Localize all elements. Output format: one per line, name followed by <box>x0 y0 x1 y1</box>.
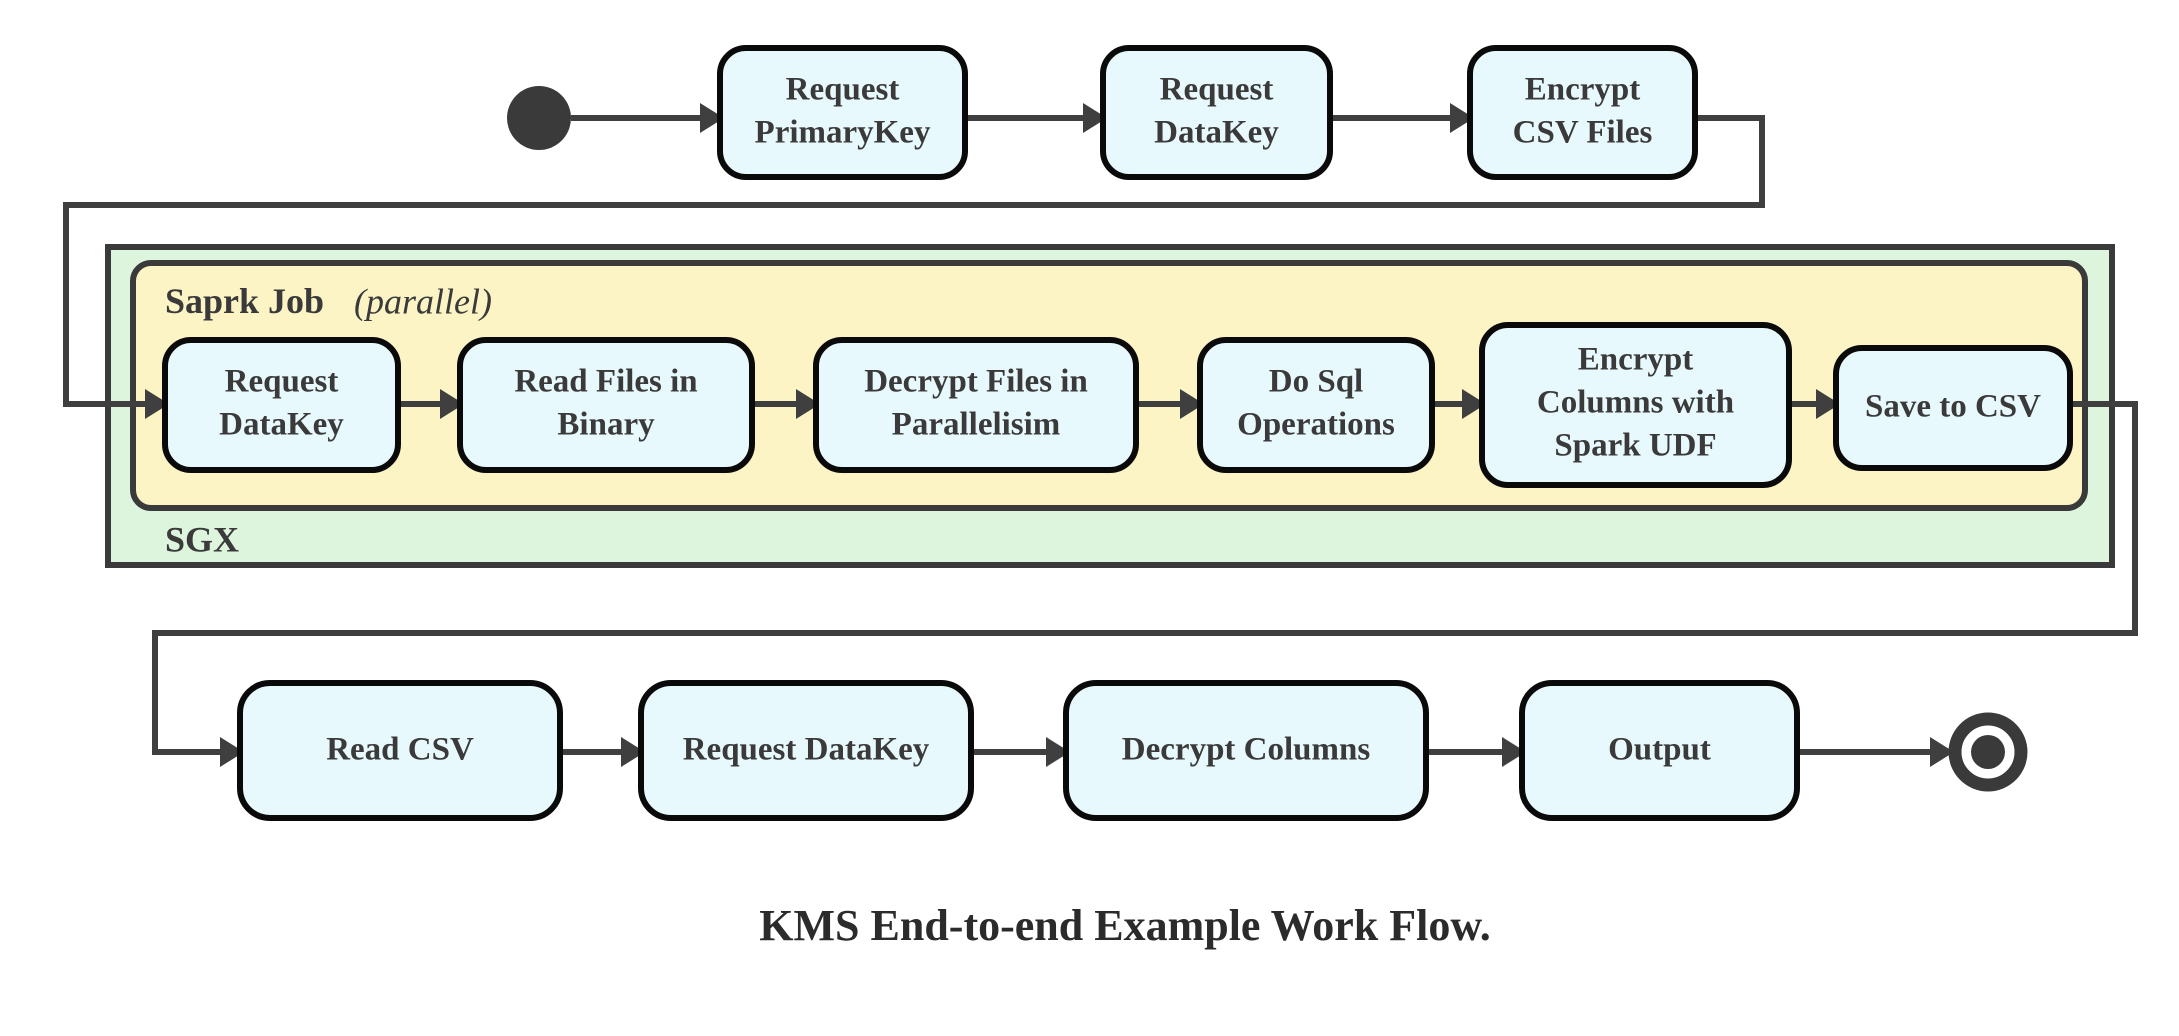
encrypt-csv-files-label-line1: Encrypt <box>1525 72 1641 108</box>
node-request-datakey-bottom[interactable]: Request DataKey <box>638 680 974 821</box>
request-datakey-bottom-label: Request DataKey <box>683 732 930 768</box>
end-node-ring <box>1948 712 2028 792</box>
read-files-binary-label-line2: Binary <box>557 407 655 443</box>
decrypt-files-parallelisim-rect[interactable] <box>813 337 1139 473</box>
request-datakey-spark-label-line1: Request <box>225 364 339 400</box>
node-read-csv[interactable]: Read CSV <box>237 680 563 821</box>
node-decrypt-files-parallelisim[interactable]: Decrypt Files in Parallelisim <box>813 337 1139 473</box>
encrypt-columns-spark-udf-label-line2: Columns with <box>1537 385 1734 421</box>
arrowhead-13 <box>1502 737 1526 767</box>
save-to-csv-rect[interactable] <box>1833 345 2073 471</box>
arrowhead-1 <box>700 103 724 133</box>
decrypt-columns-label: Decrypt Columns <box>1122 732 1371 768</box>
do-sql-operations-label-line2: Operations <box>1237 407 1395 443</box>
encrypt-columns-spark-udf-label-line3: Spark UDF <box>1554 428 1716 464</box>
request-datakey-top-rect[interactable] <box>1100 45 1333 180</box>
edges <box>63 103 2138 767</box>
request-primarykey-rect[interactable] <box>717 45 968 180</box>
encrypt-csv-files-label-line2: CSV Files <box>1513 115 1653 151</box>
arrowhead-7 <box>1180 389 1204 419</box>
request-datakey-spark-rect[interactable] <box>162 337 401 473</box>
read-csv-rect[interactable] <box>237 680 563 821</box>
spark-job-label: Saprk Job <box>165 281 324 321</box>
do-sql-operations-rect[interactable] <box>1197 337 1435 473</box>
end-node-dot <box>1971 735 2005 769</box>
node-request-datakey-top[interactable]: Request DataKey <box>1100 45 1333 180</box>
arrowhead-10 <box>220 737 244 767</box>
node-request-datakey-spark[interactable]: Request DataKey <box>162 337 401 473</box>
output-rect[interactable] <box>1519 680 1800 821</box>
arrowhead-14 <box>1930 737 1954 767</box>
request-primarykey-label-line2: PrimaryKey <box>755 115 931 151</box>
spark-job-label-group: Saprk Job (parallel) <box>165 281 492 321</box>
node-decrypt-columns[interactable]: Decrypt Columns <box>1063 680 1429 821</box>
arrowhead-6 <box>796 389 820 419</box>
arrowhead-4 <box>145 389 169 419</box>
node-encrypt-columns-spark-udf[interactable]: Encrypt Columns with Spark UDF <box>1479 322 1792 488</box>
edge-save-csv-to-read-csv <box>152 401 2138 755</box>
request-datakey-top-label-line2: DataKey <box>1154 115 1279 151</box>
do-sql-operations-label-line1: Do Sql <box>1269 364 1363 400</box>
arrowhead-12 <box>1046 737 1070 767</box>
decrypt-files-parallelisim-label-line1: Decrypt Files in <box>864 364 1088 400</box>
arrowhead-2 <box>1083 103 1107 133</box>
request-datakey-spark-label-line2: DataKey <box>219 407 344 443</box>
encrypt-columns-spark-udf-rect[interactable] <box>1479 322 1792 488</box>
edge-encrypt-csv-to-spark-datakey <box>63 115 1765 407</box>
node-save-to-csv[interactable]: Save to CSV <box>1833 345 2073 471</box>
arrowhead-9 <box>1816 389 1840 419</box>
spark-job-parallel-label: (parallel) <box>354 281 492 321</box>
node-read-files-binary[interactable]: Read Files in Binary <box>457 337 755 473</box>
sgx-label: SGX <box>165 519 239 559</box>
encrypt-csv-files-rect[interactable] <box>1467 45 1698 180</box>
decrypt-columns-rect[interactable] <box>1063 680 1429 821</box>
encrypt-columns-spark-udf-label-line1: Encrypt <box>1578 342 1694 378</box>
terminal-end <box>1948 712 2028 792</box>
arrowhead-11 <box>621 737 645 767</box>
node-request-primarykey[interactable]: Request PrimaryKey <box>717 45 968 180</box>
read-csv-label: Read CSV <box>326 732 474 768</box>
request-primarykey-label-line1: Request <box>786 72 900 108</box>
node-output[interactable]: Output <box>1519 680 1800 821</box>
arrowhead-8 <box>1462 389 1486 419</box>
arrowhead-5 <box>440 389 464 419</box>
request-datakey-bottom-rect[interactable] <box>638 680 974 821</box>
save-to-csv-label: Save to CSV <box>1865 389 2041 425</box>
output-label: Output <box>1608 732 1711 768</box>
request-datakey-top-label-line1: Request <box>1160 72 1274 108</box>
read-files-binary-rect[interactable] <box>457 337 755 473</box>
arrowhead-3 <box>1450 103 1474 133</box>
node-encrypt-csv-files[interactable]: Encrypt CSV Files <box>1467 45 1698 180</box>
diagram-caption: KMS End-to-end Example Work Flow. <box>759 901 1490 950</box>
read-files-binary-label-line1: Read Files in <box>514 364 697 400</box>
start-node-circle <box>507 86 571 150</box>
decrypt-files-parallelisim-label-line2: Parallelisim <box>892 407 1061 443</box>
terminal-start <box>507 86 571 150</box>
node-do-sql-operations[interactable]: Do Sql Operations <box>1197 337 1435 473</box>
